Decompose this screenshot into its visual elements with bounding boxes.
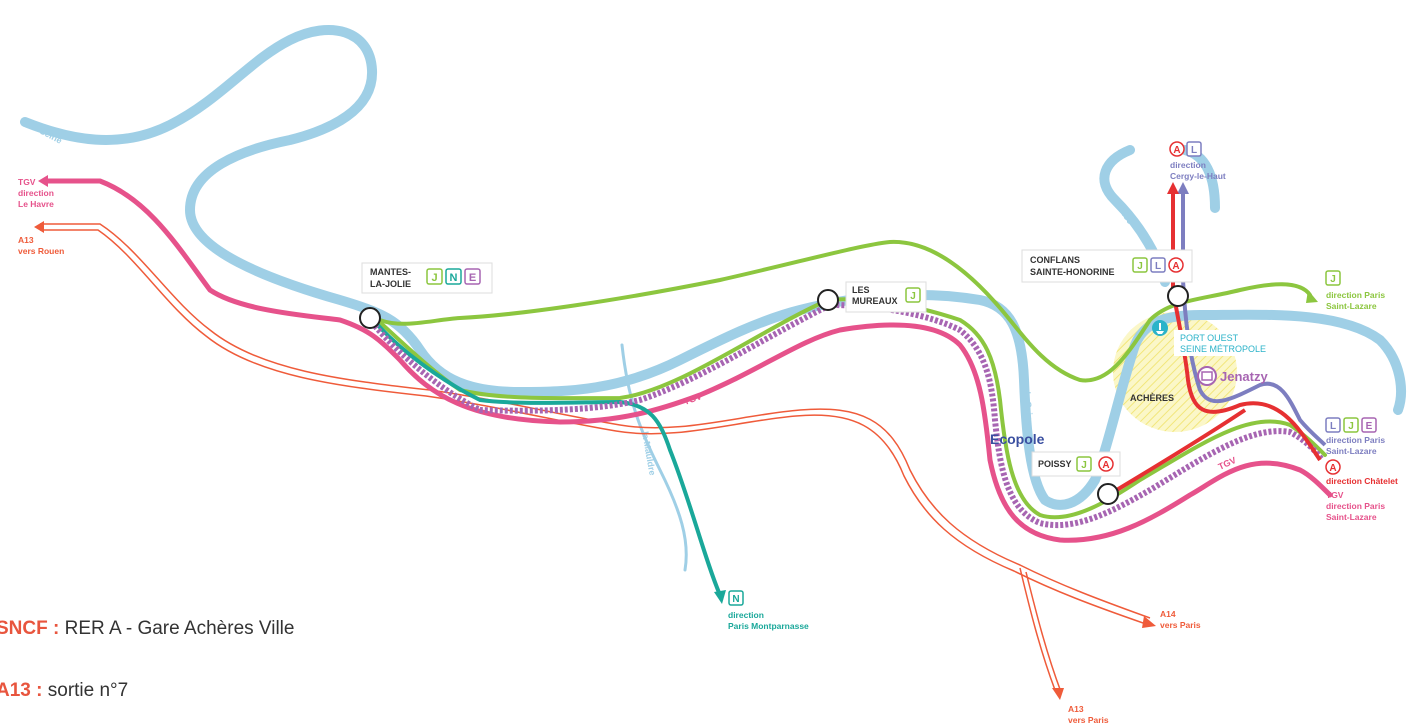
svg-text:E: E bbox=[469, 272, 476, 284]
svg-text:L: L bbox=[1330, 421, 1336, 432]
svg-text:A13: A13 bbox=[18, 235, 34, 245]
a14-arrow bbox=[1142, 616, 1156, 628]
svg-text:Cergy-le-Haut: Cergy-le-Haut bbox=[1170, 171, 1226, 181]
station-mureaux-label[interactable]: LES MUREAUX J bbox=[845, 281, 927, 313]
svg-text:vers Rouen: vers Rouen bbox=[18, 246, 64, 256]
svg-text:direction Paris: direction Paris bbox=[1326, 435, 1385, 445]
direction-a13-rouen: A13 vers Rouen bbox=[18, 235, 64, 256]
footer-a13-text: sortie n°7 bbox=[47, 680, 129, 701]
svg-text:A: A bbox=[1102, 460, 1109, 471]
svg-text:MUREAUX: MUREAUX bbox=[852, 296, 898, 306]
svg-text:TGV: TGV bbox=[1326, 490, 1344, 500]
svg-text:LES: LES bbox=[852, 285, 870, 295]
a13-paris-arrow bbox=[1052, 688, 1064, 700]
tgv-line bbox=[42, 178, 1333, 543]
jenatzy-label: Jenatzy bbox=[1220, 369, 1268, 384]
svg-text:J: J bbox=[431, 272, 437, 284]
svg-text:A: A bbox=[1329, 463, 1336, 474]
direction-montparnasse: N direction Paris Montparnasse bbox=[728, 590, 809, 631]
svg-text:J: J bbox=[910, 291, 916, 302]
svg-text:direction: direction bbox=[18, 188, 54, 198]
svg-text:Saint-Lazare: Saint-Lazare bbox=[1326, 301, 1377, 311]
svg-text:A: A bbox=[1173, 145, 1180, 156]
line-l-arrow bbox=[1177, 182, 1189, 194]
footer-sncf-label: SNCF : bbox=[0, 618, 60, 639]
footer-a13-label: A13 : bbox=[0, 680, 43, 701]
station-poissy-label[interactable]: POISSY J A bbox=[1031, 451, 1121, 477]
port-ouest-marker bbox=[1152, 320, 1168, 336]
port-ouest-label: PORT OUEST SEINE MÉTROPOLE bbox=[1174, 330, 1270, 356]
tgv-havre-arrow bbox=[38, 175, 48, 187]
direction-cergy: A L direction Cergy-le-Haut bbox=[1169, 141, 1226, 181]
svg-text:J: J bbox=[1137, 261, 1143, 272]
svg-text:direction Paris: direction Paris bbox=[1326, 290, 1385, 300]
footer-sncf: SNCF : RER A - Gare Achères Ville bbox=[0, 618, 294, 640]
svg-text:POISSY: POISSY bbox=[1038, 459, 1072, 469]
svg-text:direction Paris: direction Paris bbox=[1326, 501, 1385, 511]
svg-text:J: J bbox=[1348, 421, 1354, 432]
ecopole-label: Ecopole bbox=[990, 431, 1045, 447]
jenatzy-icon bbox=[1197, 366, 1217, 386]
svg-text:direction Châtelet: direction Châtelet bbox=[1326, 476, 1398, 486]
svg-text:SAINTE-HONORINE: SAINTE-HONORINE bbox=[1030, 267, 1115, 277]
direction-paris-stlazare-right: L J E direction Paris Saint-Lazare bbox=[1325, 417, 1385, 456]
direction-tgv-paris: TGV direction Paris Saint-Lazare bbox=[1326, 490, 1385, 522]
svg-text:A13: A13 bbox=[1068, 704, 1084, 714]
station-conflans-label[interactable]: CONFLANS SAINTE-HONORINE J L A bbox=[1021, 249, 1193, 283]
svg-text:Paris Montparnasse: Paris Montparnasse bbox=[728, 621, 809, 631]
svg-text:direction: direction bbox=[728, 610, 764, 620]
svg-text:direction: direction bbox=[1170, 160, 1206, 170]
a13-rouen-arrow bbox=[34, 221, 44, 233]
line-e bbox=[372, 301, 1325, 529]
svg-text:N: N bbox=[450, 272, 458, 284]
tgv-line-label-1: TGV bbox=[682, 391, 703, 407]
svg-text:L: L bbox=[1155, 261, 1161, 272]
footer-a13: A13 : sortie n°7 bbox=[0, 680, 128, 702]
svg-text:PORT OUEST: PORT OUEST bbox=[1180, 333, 1239, 343]
rer-a-arrow bbox=[1167, 182, 1179, 194]
svg-text:Le Havre: Le Havre bbox=[18, 199, 54, 209]
svg-text:A: A bbox=[1172, 261, 1179, 272]
svg-text:J: J bbox=[1081, 460, 1087, 471]
direction-paris-stlazare-top: J direction Paris Saint-Lazare bbox=[1325, 270, 1385, 311]
svg-text:J: J bbox=[1330, 274, 1336, 285]
svg-text:TGV: TGV bbox=[18, 177, 36, 187]
svg-text:A14: A14 bbox=[1160, 609, 1176, 619]
svg-text:vers Paris: vers Paris bbox=[1160, 620, 1201, 630]
direction-a13-paris: A13 vers Paris bbox=[1068, 704, 1109, 725]
svg-text:CONFLANS: CONFLANS bbox=[1030, 255, 1080, 265]
svg-text:MANTES-: MANTES- bbox=[370, 267, 411, 277]
line-j-top-arrow bbox=[1306, 290, 1318, 303]
svg-text:SEINE MÉTROPOLE: SEINE MÉTROPOLE bbox=[1180, 344, 1266, 354]
seine-river bbox=[20, 25, 1406, 510]
svg-text:L: L bbox=[1191, 145, 1197, 156]
svg-text:vers Paris: vers Paris bbox=[1068, 715, 1109, 725]
direction-a14-paris: A14 vers Paris bbox=[1160, 609, 1201, 630]
direction-tgv-havre: TGV direction Le Havre bbox=[18, 177, 54, 209]
svg-text:LA-JOLIE: LA-JOLIE bbox=[370, 279, 411, 289]
station-mantes-label[interactable]: MANTES- LA-JOLIE J N E bbox=[361, 262, 493, 294]
footer-sncf-text: RER A - Gare Achères Ville bbox=[64, 618, 295, 639]
seine-label-east: la Seine bbox=[1022, 391, 1035, 426]
svg-text:E: E bbox=[1366, 421, 1373, 432]
svg-text:Saint-Lazare: Saint-Lazare bbox=[1326, 446, 1377, 456]
svg-text:N: N bbox=[732, 594, 739, 605]
rer-a-line bbox=[1108, 190, 1322, 496]
station-poissy-circle[interactable] bbox=[1097, 483, 1119, 505]
svg-text:Saint-Lazare: Saint-Lazare bbox=[1326, 512, 1377, 522]
mauldre-river bbox=[620, 343, 688, 572]
direction-chatelet: A direction Châtelet bbox=[1325, 459, 1398, 486]
line-n-arrow bbox=[714, 590, 726, 604]
mauldre-label: la Mauldre bbox=[640, 431, 658, 477]
acheres-label: ACHÈRES bbox=[1130, 393, 1174, 403]
station-conflans-circle[interactable] bbox=[1167, 285, 1189, 307]
station-mureaux-circle[interactable] bbox=[817, 289, 839, 311]
station-mantes-circle[interactable] bbox=[359, 307, 381, 329]
highways bbox=[40, 223, 1151, 693]
